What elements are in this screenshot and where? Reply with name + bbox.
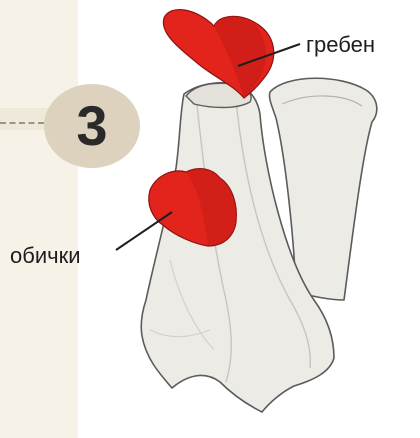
comb-label: гребен <box>306 34 375 56</box>
wattles-label: обички <box>10 245 81 267</box>
folded-napkin-icon <box>141 78 377 412</box>
